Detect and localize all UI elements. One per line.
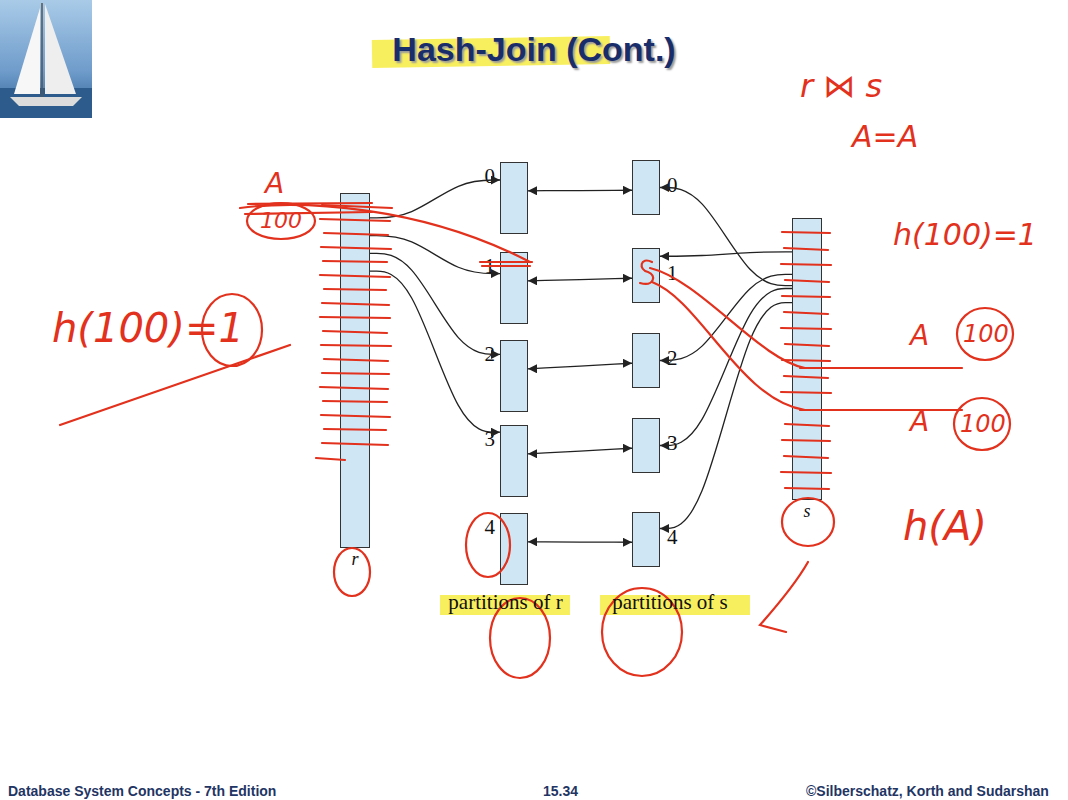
partition-arrow xyxy=(370,180,500,218)
hatch-marks xyxy=(480,262,532,266)
logo-mast xyxy=(41,3,43,98)
handwritten-note: 100 xyxy=(960,412,1006,436)
scribble xyxy=(640,261,653,284)
slide-title: Hash-Join (Cont.) xyxy=(0,30,1068,69)
group-label: partitions of s xyxy=(605,592,735,613)
relation-name: s xyxy=(783,502,831,520)
double-arrow xyxy=(528,448,632,454)
pointer-arrow xyxy=(760,562,808,632)
handwritten-note: A=A xyxy=(852,122,918,152)
handwritten-note: A xyxy=(910,408,929,436)
partition-arrow xyxy=(660,289,792,446)
double-arrow xyxy=(528,190,632,192)
partition-number: 1 xyxy=(485,256,496,277)
handwritten-note: 100 xyxy=(260,210,302,232)
circle-mark xyxy=(782,498,834,546)
pointer-line xyxy=(240,205,530,262)
circle-mark xyxy=(466,513,510,577)
logo-hull xyxy=(10,97,82,106)
hatch-marks xyxy=(781,232,831,489)
partition-arrow xyxy=(660,274,792,360)
partition-box: 0 xyxy=(500,162,528,234)
circle-mark xyxy=(957,308,1013,360)
handwritten-note: r ⋈ s xyxy=(800,70,882,102)
partition-box: 2 xyxy=(500,340,528,412)
partition-arrow xyxy=(370,253,500,354)
footer-text: 15.34 xyxy=(543,784,578,798)
double-arrow xyxy=(528,363,632,369)
partition-arrow xyxy=(370,236,500,274)
partition-arrow xyxy=(660,252,792,256)
partition-box: 2 xyxy=(632,333,660,388)
partition-number: 4 xyxy=(485,517,496,538)
double-arrow xyxy=(528,541,632,543)
partition-number: 0 xyxy=(667,175,678,196)
partition-box: 3 xyxy=(500,425,528,497)
partition-box: 1 xyxy=(632,248,660,303)
group-label: partitions of r xyxy=(448,592,563,613)
partition-number: 3 xyxy=(485,429,496,450)
sailboat-logo xyxy=(0,0,92,118)
partition-number: 0 xyxy=(485,166,496,187)
relation-bar: s xyxy=(792,218,822,500)
partition-box: 4 xyxy=(500,513,528,585)
double-arrow xyxy=(528,278,632,281)
partition-number: 4 xyxy=(667,527,678,548)
partition-box: 3 xyxy=(632,418,660,473)
handwritten-note: A xyxy=(265,170,284,198)
partition-arrow xyxy=(660,303,792,529)
footer-text: ©Silberschatz, Korth and Sudarshan xyxy=(806,784,1049,798)
relation-name: r xyxy=(331,550,379,568)
partition-box: 0 xyxy=(632,160,660,215)
partition-number: 2 xyxy=(667,348,678,369)
partition-number: 3 xyxy=(667,433,678,454)
partition-number: 2 xyxy=(485,344,496,365)
handwritten-note: h(A) xyxy=(903,506,987,546)
circle-mark xyxy=(334,548,370,596)
pointer-line xyxy=(800,368,962,410)
logo-sky xyxy=(0,0,92,118)
partition-number: 1 xyxy=(667,263,678,284)
handwritten-note: h(100)=1 xyxy=(52,308,244,348)
logo-sail xyxy=(14,8,40,94)
hatch-marks xyxy=(316,205,392,460)
partition-arrow xyxy=(370,271,500,432)
partition-arrow xyxy=(660,188,792,286)
relation-bar: r xyxy=(340,193,370,548)
logo-sail xyxy=(45,4,76,94)
circle-mark xyxy=(954,398,1010,450)
partition-box: 4 xyxy=(632,512,660,567)
circle-mark xyxy=(247,203,315,239)
partition-box: 1 xyxy=(500,252,528,324)
handwritten-note: 100 xyxy=(963,322,1009,346)
handwritten-note: h(100)=1 xyxy=(893,220,1037,250)
underline xyxy=(60,345,290,425)
handwritten-note: A xyxy=(910,322,929,350)
footer-text: Database System Concepts - 7th Edition xyxy=(8,784,276,798)
red-annotations xyxy=(60,203,1013,678)
pointer-line xyxy=(650,268,805,410)
